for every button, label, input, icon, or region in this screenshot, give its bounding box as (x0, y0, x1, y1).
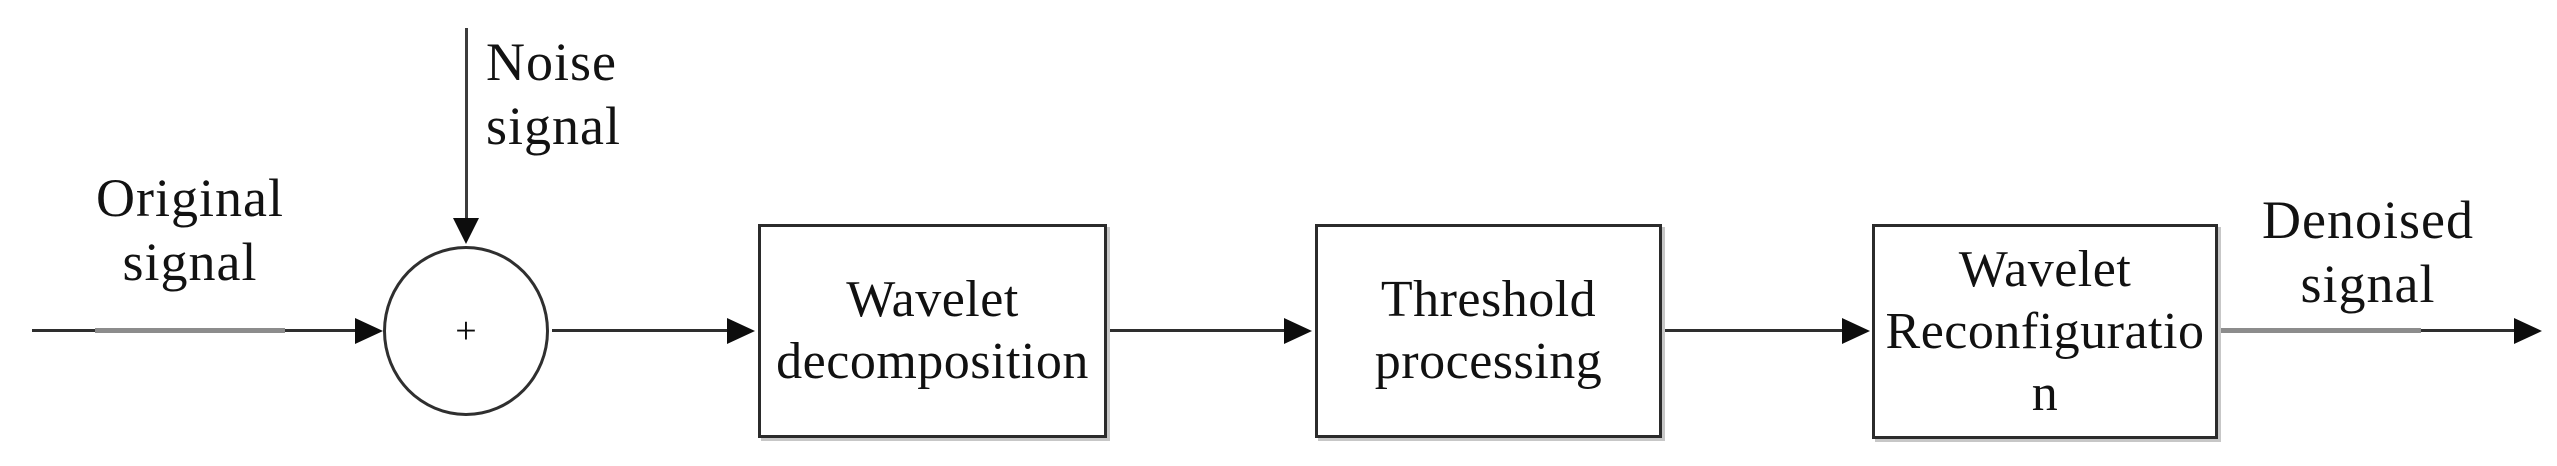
plus-operator: + (455, 310, 477, 352)
connector-arrowhead-2-icon (1284, 318, 1312, 344)
output-signal-line-grey-segment (2221, 328, 2421, 333)
denoised-signal-label: Denoised signal (2218, 188, 2518, 316)
process-box-threshold-processing: Threshold processing (1315, 224, 1662, 438)
threshold-processing-line2: processing (1374, 333, 1603, 390)
noise-signal-label-line1: Noise (486, 32, 617, 92)
wavelet-decomposition-line2: decomposition (776, 333, 1089, 390)
noise-signal-line (465, 28, 468, 218)
connector-line-3 (1665, 329, 1842, 332)
original-signal-label-line2: signal (122, 232, 258, 292)
original-signal-label: Original signal (30, 166, 350, 294)
noise-signal-label: Noise signal (486, 30, 621, 158)
input-arrowhead-icon (355, 318, 383, 344)
output-arrowhead-icon (2514, 318, 2542, 344)
wavelet-decomposition-line1: Wavelet (846, 271, 1019, 328)
connector-arrowhead-3-icon (1842, 318, 1870, 344)
summing-junction: + (383, 246, 549, 416)
connector-line-2 (1110, 329, 1284, 332)
denoised-signal-label-line1: Denoised (2262, 190, 2474, 250)
connector-arrowhead-1-icon (727, 318, 755, 344)
noise-arrowhead-icon (453, 218, 479, 244)
wavelet-reconfiguration-line3: n (2031, 364, 2059, 422)
original-signal-label-line1: Original (96, 168, 284, 228)
connector-line-1 (552, 329, 727, 332)
threshold-processing-line1: Threshold (1380, 271, 1597, 328)
noise-signal-label-line2: signal (486, 96, 621, 156)
process-box-wavelet-decomposition: Wavelet decomposition (758, 224, 1107, 438)
denoised-signal-label-line2: signal (2300, 254, 2436, 314)
wavelet-reconfiguration-line2: Reconfiguratio (1885, 302, 2205, 360)
process-box-wavelet-reconfiguration: Wavelet Reconfiguratio n (1872, 224, 2218, 439)
wavelet-reconfiguration-line1: Wavelet (1958, 240, 2132, 298)
input-signal-line-grey-segment (95, 328, 285, 333)
